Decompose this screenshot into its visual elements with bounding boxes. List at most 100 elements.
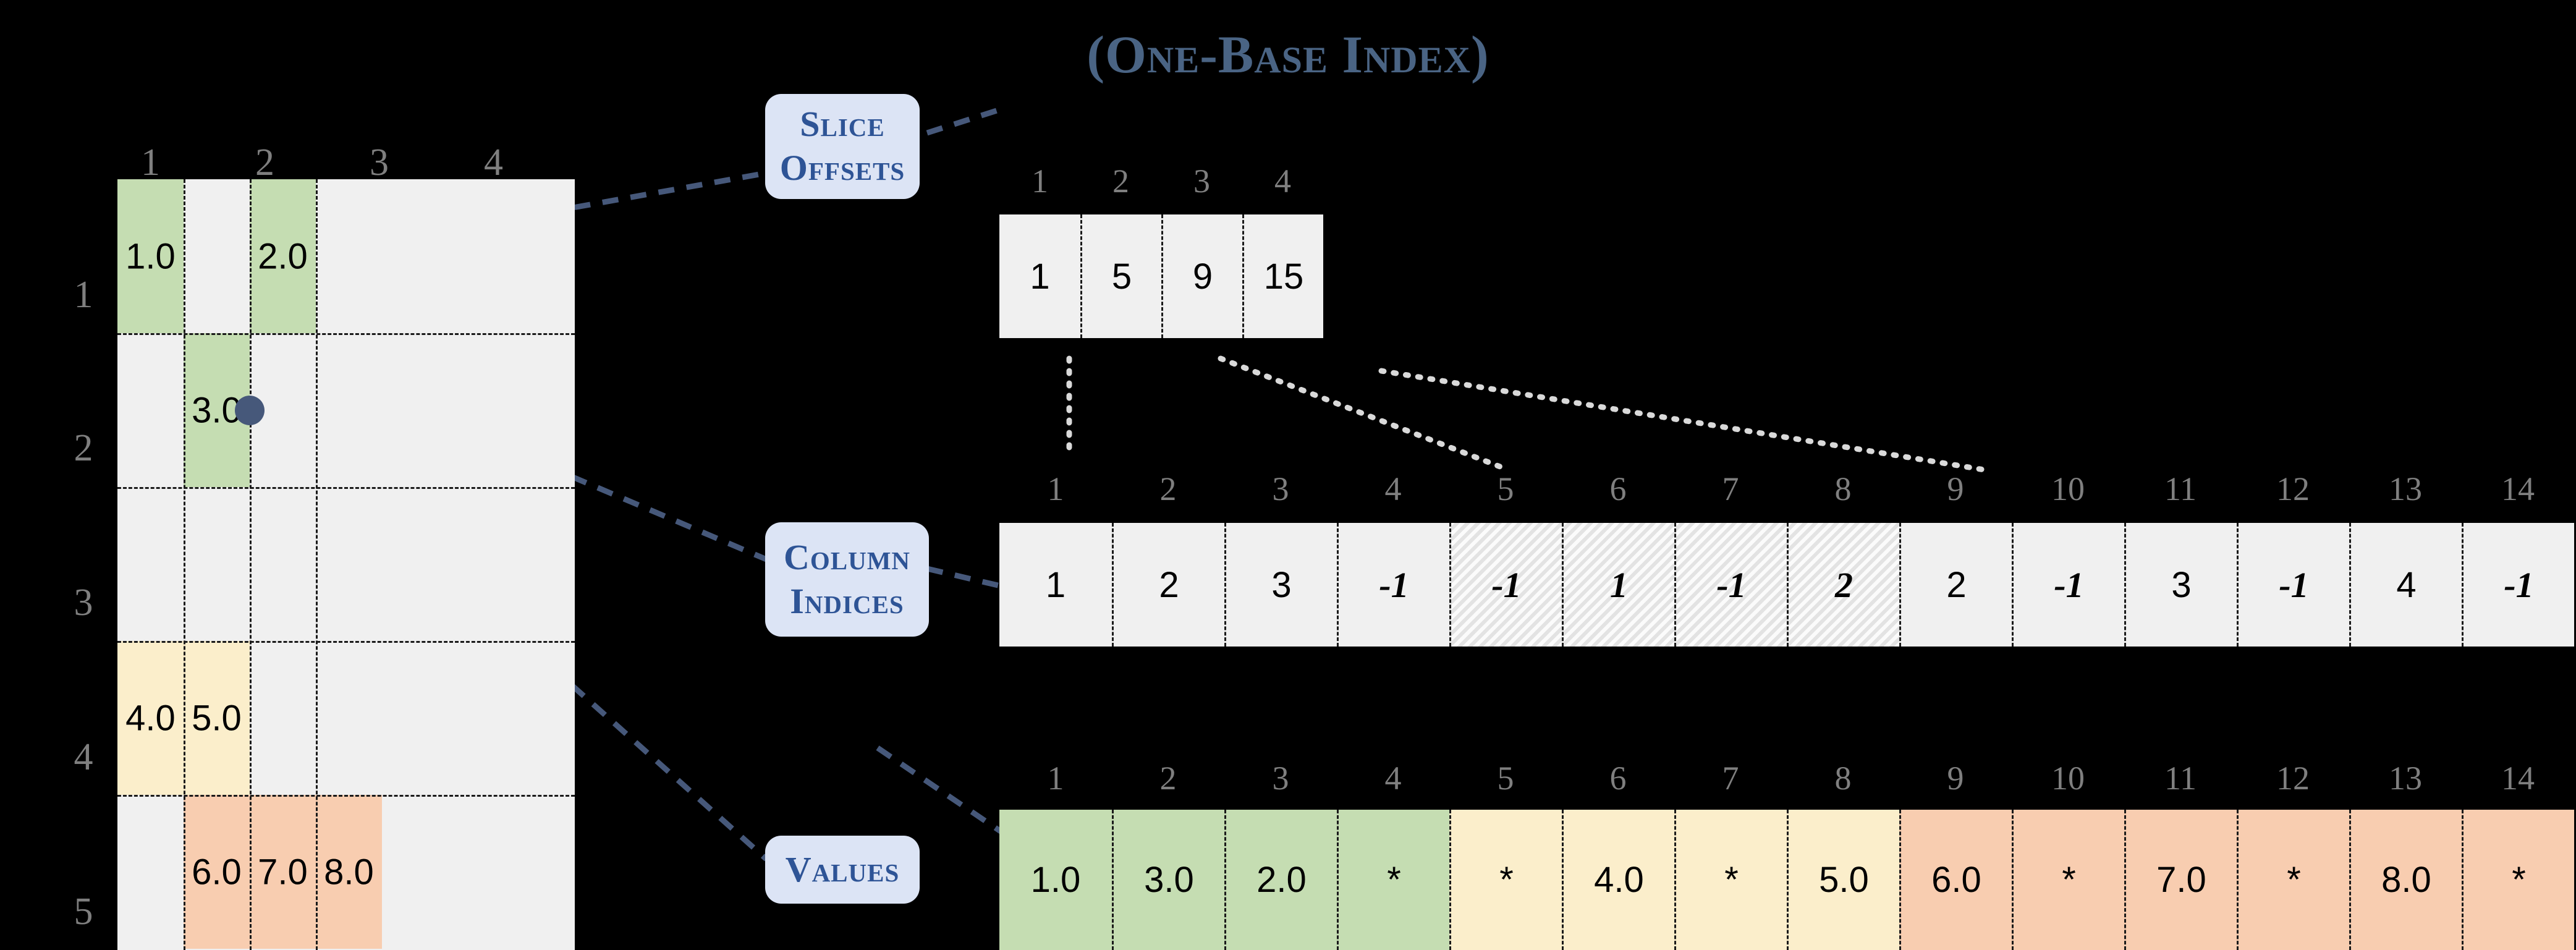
matrix-col-header-3: 3 <box>370 142 389 184</box>
matrix-cell-r4-c1: 4.0 <box>117 641 184 795</box>
matrix-marker-dot <box>235 395 265 425</box>
values-index-6: 6 <box>1609 760 1627 797</box>
column-indices-index-7: 7 <box>1722 470 1739 507</box>
values-cell-12: * <box>2237 810 2349 950</box>
values-cell-14: * <box>2462 810 2574 950</box>
values-index-12: 12 <box>2276 760 2310 797</box>
matrix-cell-r1-c3: 2.0 <box>250 179 316 334</box>
values-index-10: 10 <box>2051 760 2085 797</box>
values-cell-11: 7.0 <box>2124 810 2237 950</box>
matrix-gridline-vertical <box>316 179 318 950</box>
matrix-cell-value: 4.0 <box>125 698 176 739</box>
matrix-gridline-vertical <box>184 179 185 950</box>
values-cell-8: 5.0 <box>1787 810 1899 950</box>
column-indices-cell-13: 4 <box>2349 523 2462 647</box>
matrix-gridline-horizontal <box>117 641 575 643</box>
matrix-cell-value: 6.0 <box>192 852 242 893</box>
slice-offsets-cell-1: 1 <box>999 214 1080 338</box>
values-cell-4: * <box>1337 810 1449 950</box>
matrix-cell-value: 3.0 <box>192 390 242 431</box>
matrix-cell-r3-c1 <box>117 487 184 642</box>
column-indices-label: Column Indices <box>765 522 929 637</box>
matrix-cell-r4-c4 <box>316 641 382 795</box>
matrix-row-header-4: 4 <box>74 736 93 778</box>
column-indices-cell-14: -1 <box>2462 523 2574 647</box>
slice-offsets-index-4: 4 <box>1274 163 1291 200</box>
matrix-cell-r3-c3 <box>250 487 316 642</box>
column-indices-cell-3: 3 <box>1224 523 1337 647</box>
values-index-5: 5 <box>1497 760 1514 797</box>
values-cell-3: 2.0 <box>1224 810 1337 950</box>
slice-offsets-label-line-1: Slice <box>800 104 885 145</box>
values-label: Values <box>765 836 920 904</box>
matrix-cell-value: 8.0 <box>324 852 374 893</box>
matrix-cell-r1-c1: 1.0 <box>117 179 184 334</box>
column-indices-index-1: 1 <box>1047 470 1064 507</box>
column-indices-index-11: 11 <box>2164 470 2197 507</box>
column-indices-label-line-1: Column <box>783 536 911 577</box>
values-cell-6: 4.0 <box>1562 810 1674 950</box>
column-indices-cell-2: 2 <box>1112 523 1224 647</box>
matrix-col-header-2: 2 <box>255 142 274 184</box>
matrix-cell-value: 5.0 <box>192 698 242 739</box>
slice-offsets-index-1: 1 <box>1032 163 1048 200</box>
matrix-cell-r5-c3: 7.0 <box>250 795 316 949</box>
column-indices-cell-10: -1 <box>2012 523 2124 647</box>
column-indices-index-9: 9 <box>1947 470 1964 507</box>
values-index-13: 13 <box>2389 760 2422 797</box>
slice-offsets-cell-2: 5 <box>1080 214 1161 338</box>
matrix-cell-value: 1.0 <box>125 236 176 277</box>
column-indices-index-8: 8 <box>1834 470 1852 507</box>
column-indices-index-6: 6 <box>1609 470 1627 507</box>
matrix-gridline-vertical <box>250 179 252 950</box>
column-indices-cell-5: -1 <box>1449 523 1562 647</box>
values-cell-10: * <box>2012 810 2124 950</box>
values-index-9: 9 <box>1947 760 1964 797</box>
values-label-line-1: Values <box>785 849 900 889</box>
column-indices-index-14: 14 <box>2501 470 2535 507</box>
matrix-row-header-5: 5 <box>74 891 93 933</box>
values-cell-5: * <box>1449 810 1562 950</box>
matrix-col-header-1: 1 <box>141 142 160 184</box>
slice-offsets-index-2: 2 <box>1112 163 1129 200</box>
matrix-cell-r5-c1 <box>117 795 184 949</box>
matrix-cell-r3-c4 <box>316 487 382 642</box>
matrix-row-header-1: 1 <box>74 274 93 316</box>
matrix-gridline-horizontal <box>117 487 575 490</box>
values-index-7: 7 <box>1722 760 1739 797</box>
column-indices-cell-12: -1 <box>2237 523 2349 647</box>
values-index-11: 11 <box>2164 760 2197 797</box>
matrix-row-header-3: 3 <box>74 582 93 624</box>
matrix-cell-r2-c1 <box>117 333 184 488</box>
matrix-cell-r1-c2 <box>184 179 250 334</box>
column-indices-index-12: 12 <box>2276 470 2310 507</box>
values-cell-2: 3.0 <box>1112 810 1224 950</box>
matrix-cell-r4-c2: 5.0 <box>184 641 250 795</box>
column-indices-cell-8: 2 <box>1787 523 1899 647</box>
values-index-14: 14 <box>2501 760 2535 797</box>
values-index-2: 2 <box>1159 760 1177 797</box>
column-indices-cell-4: -1 <box>1337 523 1449 647</box>
matrix-cell-value: 7.0 <box>258 852 308 893</box>
matrix-cell-r1-c4 <box>316 179 382 334</box>
matrix-cell-r5-c2: 6.0 <box>184 795 250 949</box>
slice-offsets-index-3: 3 <box>1193 163 1210 200</box>
column-indices-index-4: 4 <box>1384 470 1402 507</box>
slice-offsets-cell-4: 15 <box>1242 214 1323 338</box>
matrix-gridline-horizontal <box>117 795 575 797</box>
matrix-cell-r5-c4: 8.0 <box>316 795 382 949</box>
column-indices-cell-11: 3 <box>2124 523 2237 647</box>
matrix-cell-value: 2.0 <box>258 236 308 277</box>
matrix-col-header-4: 4 <box>484 142 503 184</box>
slice-offsets-label: Slice Offsets <box>765 94 920 199</box>
column-indices-index-10: 10 <box>2051 470 2085 507</box>
matrix-row-header-2: 2 <box>74 427 93 469</box>
column-indices-cell-7: -1 <box>1674 523 1787 647</box>
slice-offsets-cell-3: 9 <box>1161 214 1242 338</box>
column-indices-index-2: 2 <box>1159 470 1177 507</box>
values-cell-7: * <box>1674 810 1787 950</box>
values-cell-13: 8.0 <box>2349 810 2462 950</box>
